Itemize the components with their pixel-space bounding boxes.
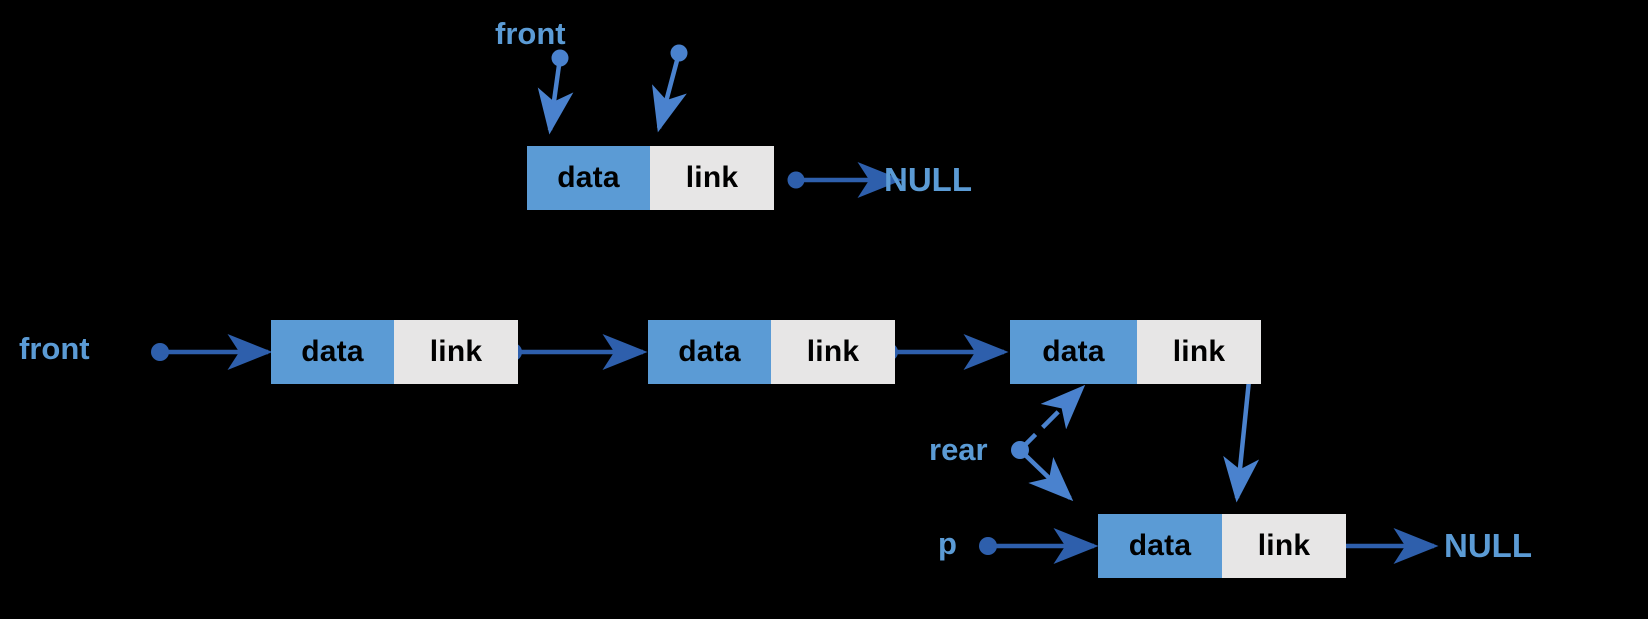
null-label-bottom: NULL: [1444, 527, 1532, 564]
arrow-front-to-node1: [151, 334, 273, 370]
arrow-node1-to-node2: [504, 334, 648, 370]
node-2-data-cell: data: [648, 320, 771, 384]
null-label-top: NULL: [884, 161, 972, 198]
arrow-top-link-to-null: [787, 162, 903, 198]
node-3: data link: [1010, 320, 1261, 384]
pointer-label-rear: rear: [929, 432, 988, 467]
node-p: data link: [1098, 514, 1346, 578]
node-p-link-cell: link: [1222, 514, 1346, 578]
arrow-rear-to-pnode: [1018, 448, 1074, 502]
pointer-label-front-middle: front: [19, 331, 90, 366]
node-1-link-cell: link: [394, 320, 518, 384]
node-top: data link: [527, 146, 774, 210]
rear-origin-dot: [1011, 441, 1029, 459]
arrow-node2-to-node3: [880, 334, 1009, 370]
arrow-top-front-to-node: [537, 49, 574, 135]
node-3-link-cell: link: [1137, 320, 1261, 384]
node-2-link-cell: link: [771, 320, 895, 384]
node-1-data-cell: data: [271, 320, 394, 384]
node-top-link-cell: link: [650, 146, 774, 210]
arrow-rear-dashed-to-node3: [1018, 384, 1086, 452]
node-top-data-cell: data: [527, 146, 650, 210]
arrow-p-to-pnode: [979, 528, 1099, 564]
node-3-data-cell: data: [1010, 320, 1137, 384]
node-2: data link: [648, 320, 895, 384]
node-1: data link: [271, 320, 518, 384]
node-p-data-cell: data: [1098, 514, 1222, 578]
pointer-label-p: p: [938, 526, 957, 561]
arrow-top-incoming-right: [652, 44, 688, 133]
pointer-label-front-top: front: [495, 16, 566, 51]
